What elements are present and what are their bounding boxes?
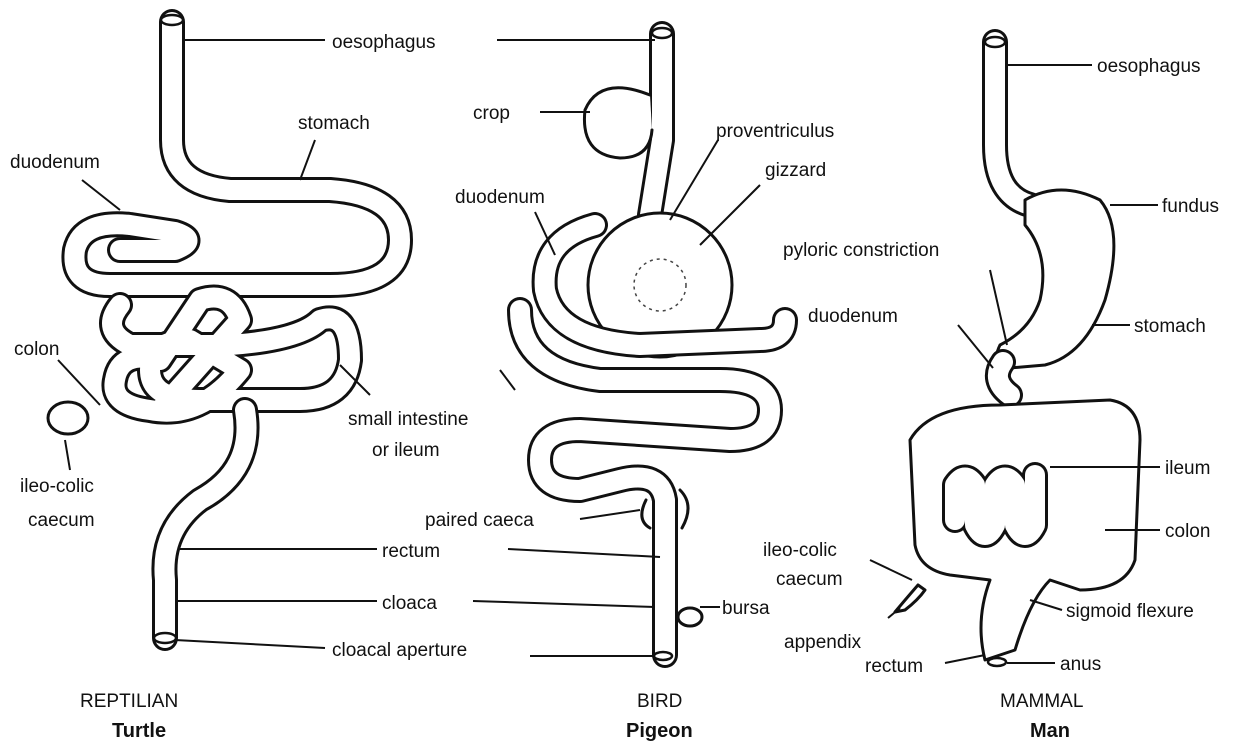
captions: REPTILIAN Turtle BIRD Pigeon MAMMAL Man: [80, 691, 1083, 742]
label-turtle-oesophagus: oesophagus: [332, 32, 436, 53]
label-pigeon-proventriculus: proventriculus: [716, 121, 834, 142]
label-turtle-caecum: caecum: [28, 510, 95, 531]
caption-mammal-species: Man: [1030, 720, 1070, 742]
label-human-caecum: caecum: [776, 569, 843, 590]
label-human-rectum: rectum: [865, 656, 923, 677]
label-turtle-ileo-colic: ileo-colic: [20, 476, 94, 497]
label-human-pyloric-constriction: pyloric constriction: [783, 240, 939, 261]
label-cloaca: cloaca: [382, 593, 437, 614]
label-turtle-small-intestine: small intestine: [348, 409, 468, 430]
caption-bird-species: Pigeon: [626, 720, 693, 742]
label-human-anus: anus: [1060, 654, 1101, 675]
caption-mammal-group: MAMMAL: [1000, 691, 1083, 712]
label-human-ileo-colic: ileo-colic: [763, 540, 837, 561]
caption-bird-group: BIRD: [637, 691, 682, 712]
label-turtle-colon: colon: [14, 339, 59, 360]
label-human-colon: colon: [1165, 521, 1210, 542]
label-human-stomach: stomach: [1134, 316, 1206, 337]
label-cloacal-aperture: cloacal aperture: [332, 640, 467, 661]
label-pigeon-gizzard: gizzard: [765, 160, 826, 181]
label-rectum: rectum: [382, 541, 440, 562]
caption-reptile-group: REPTILIAN: [80, 691, 178, 712]
label-human-oesophagus: oesophagus: [1097, 56, 1201, 77]
label-human-appendix: appendix: [784, 632, 862, 653]
label-human-ileum: ileum: [1165, 458, 1210, 479]
label-human-sigmoid-flexure: sigmoid flexure: [1066, 601, 1194, 622]
label-pigeon-crop: crop: [473, 103, 510, 124]
label-turtle-stomach: stomach: [298, 113, 370, 134]
label-pigeon-bursa: bursa: [722, 598, 770, 619]
label-human-duodenum: duodenum: [808, 306, 898, 327]
label-pigeon-duodenum: duodenum: [455, 187, 545, 208]
human-gut-drawing: [895, 37, 1140, 666]
caption-reptile-species: Turtle: [112, 720, 166, 742]
label-turtle-small-intestine-line2: or ileum: [372, 440, 440, 461]
label-turtle-duodenum: duodenum: [10, 152, 100, 173]
label-human-fundus: fundus: [1162, 196, 1219, 217]
label-pigeon-paired-caeca: paired caeca: [425, 510, 534, 531]
